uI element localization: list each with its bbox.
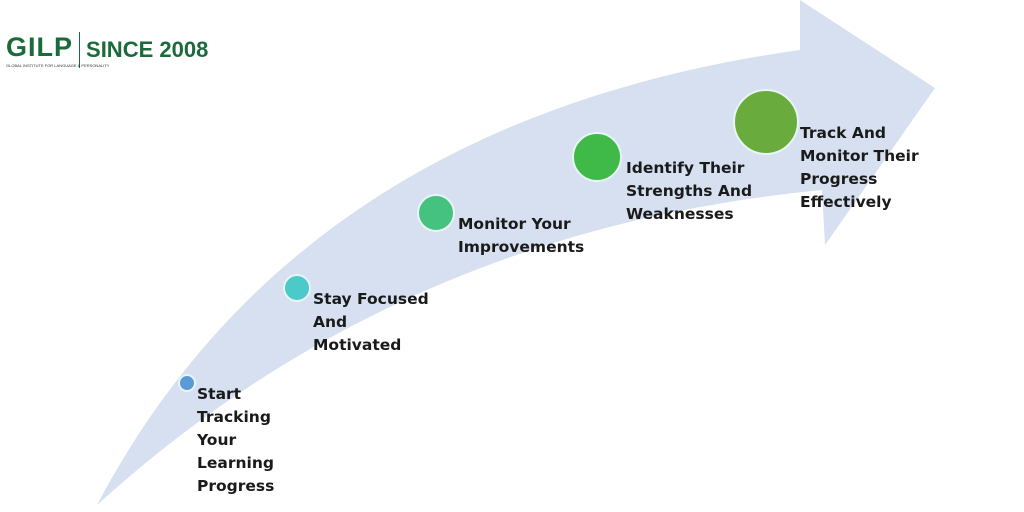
step-1-dot xyxy=(178,374,196,392)
step-4-label: Identify Their Strengths And Weaknesses xyxy=(626,159,753,223)
logo-divider xyxy=(79,32,81,68)
logo-tagline: GLOBAL INSTITUTE FOR LANGUAGE & PERSONAL… xyxy=(6,63,110,68)
step-5-dot xyxy=(733,89,799,155)
step-3-label: Monitor Your Improvements xyxy=(458,215,585,256)
logo-brand: GILP xyxy=(6,32,74,62)
curved-arrow-shape xyxy=(97,0,935,505)
step-5-label: Track And Monitor Their Progress Effecti… xyxy=(800,124,919,211)
step-4-dot xyxy=(572,132,622,182)
step-2-label: Stay Focused And Motivated xyxy=(313,290,429,354)
step-3-dot xyxy=(417,194,455,232)
gilp-logo: GILP GLOBAL INSTITUTE FOR LANGUAGE & PER… xyxy=(6,32,208,68)
step-2-dot xyxy=(283,274,311,302)
step-1-label: Start Tracking Your Learning Progress xyxy=(197,385,275,495)
logo-since: SINCE 2008 xyxy=(86,37,209,62)
